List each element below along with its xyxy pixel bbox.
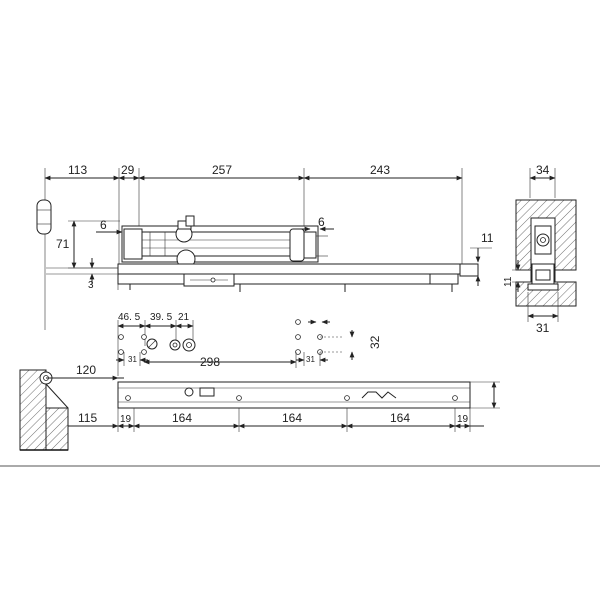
closer-front-view: 113 29 257 243 71 6 [36,163,494,330]
dim-6-right: 6 [318,215,325,229]
dim-71: 71 [56,237,70,251]
dim-21: 21 [178,312,190,323]
dim-32: 32 [368,335,382,349]
rail-view: 120 115 19 164 164 [19,363,500,451]
slide-rail-front [117,381,471,409]
dim-29: 29 [121,163,135,177]
hinge-pin [36,199,52,235]
dim-164-b: 164 [282,411,302,425]
dim-6-left: 6 [100,218,107,232]
closer-side-view: 34 11 31 [503,163,577,335]
dim-46-5: 46. 5 [118,312,141,323]
dim-31-side: 31 [536,321,550,335]
slide-rail [117,263,479,275]
dim-3: 3 [88,280,94,291]
dim-113: 113 [68,163,87,177]
dim-298: 298 [200,355,220,369]
dim-243: 243 [370,163,390,177]
dim-39-5: 39. 5 [150,312,173,323]
dim-31-plate-right: 31 [306,355,315,364]
dim-164-a: 164 [172,411,192,425]
dim-19-right: 19 [457,414,469,425]
dim-31-plate-left: 31 [128,355,137,364]
dim-11-side: 11 [503,276,514,287]
dim-164-c: 164 [390,411,410,425]
dim-257: 257 [212,163,232,177]
dim-11-right: 11 [481,231,494,245]
dim-19-left: 19 [120,414,132,425]
mounting-plate-view: 46. 5 39. 5 21 31 298 [116,312,382,376]
dim-34: 34 [536,163,550,177]
dim-115: 115 [78,411,97,425]
dim-120: 120 [76,363,96,377]
